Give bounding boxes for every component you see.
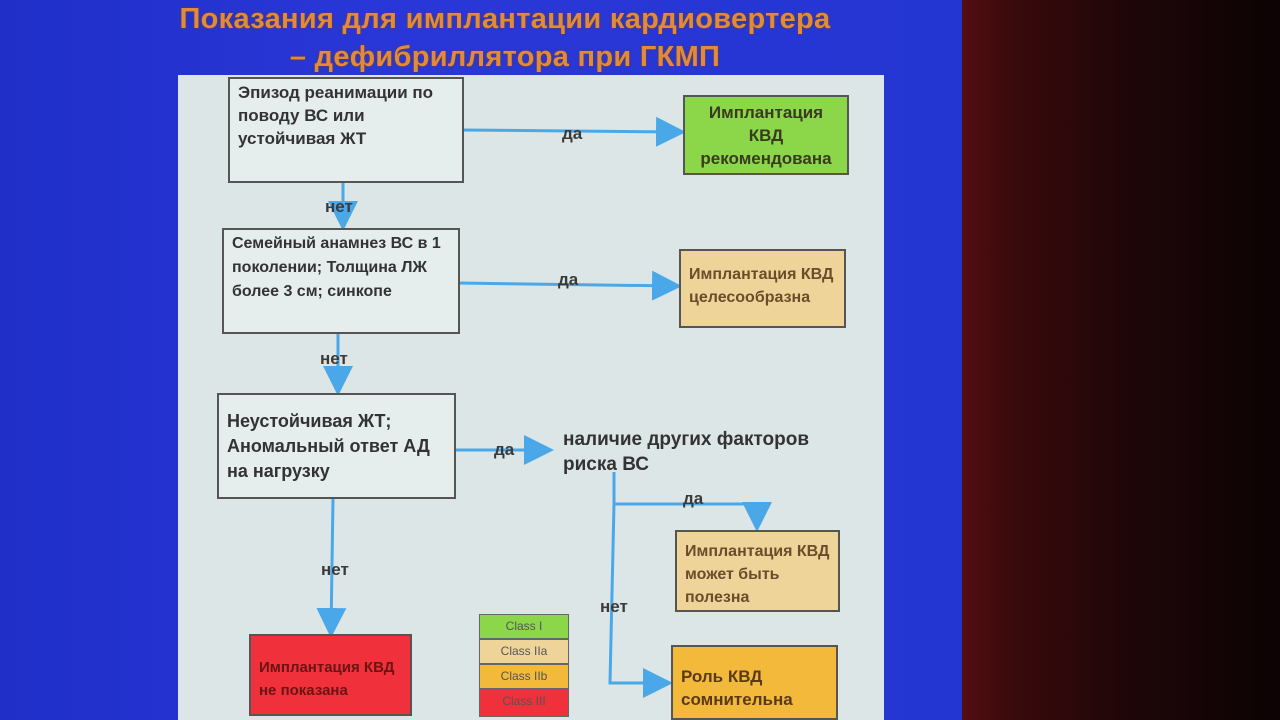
title-line-1: Показания для имплантации кардиовертера (179, 3, 831, 35)
result-1-text: Имплантация КВД рекомендована (700, 103, 832, 168)
question-box-1: Эпизод реанимации по поводу ВС или устой… (228, 77, 464, 183)
label-yes-1: да (562, 124, 583, 143)
label-no-2: нет (320, 349, 348, 368)
question-1-text: Эпизод реанимации по поводу ВС или устой… (238, 83, 434, 148)
class-legend: Class I Class IIa Class IIb Class III (479, 614, 569, 717)
arrow-q4-yes (614, 502, 772, 532)
result-3-text: Имплантация КВД может быть полезна (685, 543, 830, 606)
label-yes-2: да (558, 270, 579, 289)
question-4-text: наличие других факторов риска ВС (563, 429, 810, 475)
label-no-1: нет (325, 197, 353, 216)
result-2-text: Имплантация КВД целесообразна (689, 266, 834, 306)
label-yes-3: да (494, 440, 515, 459)
question-2-text: Семейный анамнез ВС в 1 поколении; Толщи… (232, 235, 441, 300)
slide-title: Показания для имплантации кардиовертера … (140, 0, 870, 76)
arrow-q3-no (316, 497, 347, 638)
result-box-recommended: Имплантация КВД рекомендована (683, 95, 849, 175)
room-background (950, 0, 1280, 720)
result-box-reasonable: Имплантация КВД целесообразна (679, 249, 846, 328)
label-no-4: нет (600, 597, 628, 616)
arrow-q1-yes (461, 116, 686, 147)
legend-class-IIb: Class IIb (479, 664, 569, 689)
question-box-2: Семейный анамнез ВС в 1 поколении; Толщи… (222, 228, 460, 334)
legend-class-I: Class I (479, 614, 569, 639)
title-line-2: – дефибриллятора при ГКМП (289, 41, 721, 73)
result-box-doubtful: Роль КВД сомнительна (671, 645, 838, 720)
result-4-text: Роль КВД сомнительна (681, 667, 793, 709)
label-no-3: нет (321, 560, 349, 579)
result-5-text: Имплантация КВД не показана (259, 659, 395, 699)
result-box-may-be-useful: Имплантация КВД может быть полезна (675, 530, 840, 612)
question-3-text: Неустойчивая ЖТ; Аномальный ответ АД на … (227, 411, 430, 481)
legend-class-IIa: Class IIa (479, 639, 569, 664)
label-yes-4: да (683, 489, 704, 508)
legend-class-III: Class III (479, 689, 569, 717)
arrow-q4-no (608, 503, 673, 698)
question-box-3: Неустойчивая ЖТ; Аномальный ответ АД на … (217, 393, 456, 499)
arrow-q2-yes (457, 270, 682, 301)
result-box-not-indicated: Имплантация КВД не показана (249, 634, 412, 716)
